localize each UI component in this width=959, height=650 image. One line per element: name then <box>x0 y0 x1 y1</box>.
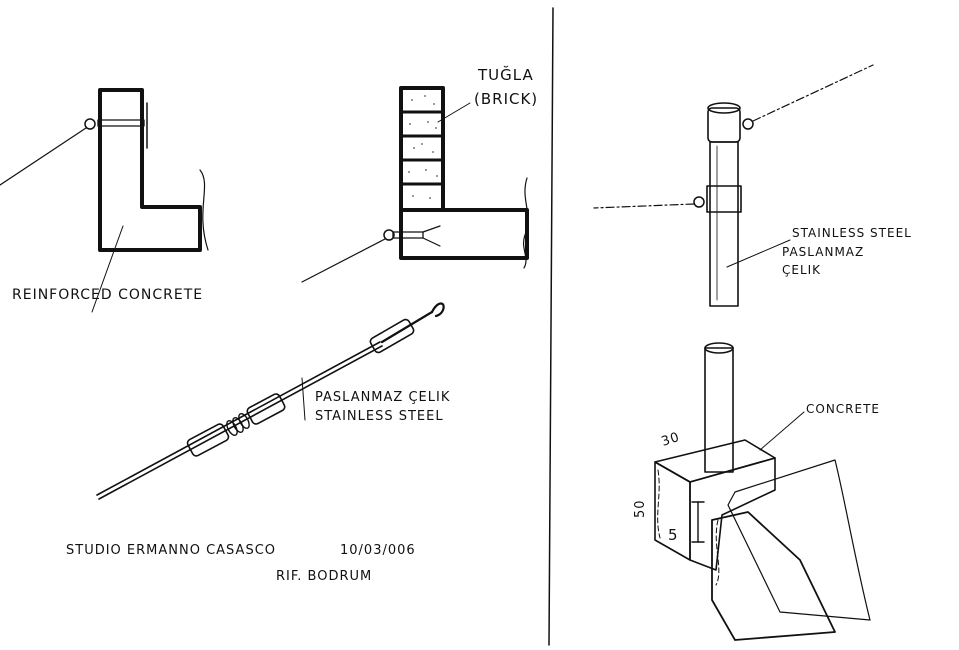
brick-speckle <box>408 95 438 199</box>
post-cap-eye <box>742 118 754 130</box>
embedded-post-top <box>704 342 734 354</box>
leader-anchor <box>301 377 306 421</box>
rod-upper-segment <box>380 310 434 344</box>
reference: RIF. BODRUM <box>276 569 372 584</box>
concrete-wall-detail: REINFORCED CONCRETE <box>0 88 209 313</box>
label-anchor-tr: PASLANMAZ ÇELIK <box>315 390 450 405</box>
anchor-eye <box>84 118 96 130</box>
turnbuckle-detail: PASLANMAZ ÇELIK STAINLESS STEEL <box>96 302 450 500</box>
leader-brick <box>437 102 471 123</box>
label-post-tr-1: PASLANMAZ <box>782 245 864 259</box>
label-brick: (BRICK) <box>474 90 538 108</box>
footing-rough-edge <box>657 469 720 586</box>
label-dim-30: 30 <box>660 430 682 450</box>
studio-name: STUDIO ERMANNO CASASCO <box>66 543 276 558</box>
label-concrete: CONCRETE <box>806 402 880 416</box>
footing-detail: CONCRETE 30 50 5 <box>633 342 880 641</box>
post-cap-top <box>707 102 741 114</box>
brick-courses <box>399 110 445 186</box>
label-dim-5: 5 <box>668 526 679 544</box>
leader-concrete-footing <box>759 411 805 451</box>
brick-anchor-eye <box>383 229 395 241</box>
embedded-post <box>704 347 734 473</box>
brick-column <box>399 86 445 212</box>
cable-line <box>0 127 87 186</box>
label-post-en: STAINLESS STEEL <box>792 226 912 240</box>
anchor-flare <box>422 225 441 247</box>
ground-woven <box>711 511 836 641</box>
concrete-break-line <box>199 169 209 251</box>
hook-end <box>430 302 445 318</box>
brick-cable-line <box>301 238 386 283</box>
sleeve-middle <box>246 393 286 425</box>
label-dim-50: 50 <box>633 499 648 518</box>
label-anchor-en: STAINLESS STEEL <box>315 409 444 424</box>
concrete-slab <box>399 208 529 260</box>
post-collar <box>706 185 742 213</box>
label-reinforced-concrete: REINFORCED CONCRETE <box>12 287 203 303</box>
label-post-tr-2: ÇELIK <box>782 263 821 277</box>
anchor-bolt <box>97 119 145 127</box>
footing-side <box>689 457 776 571</box>
thread-coils <box>226 412 250 437</box>
leader-post <box>726 239 791 268</box>
footing-front <box>654 461 691 561</box>
concrete-l-section <box>98 88 202 252</box>
post-cable-upper <box>752 64 874 122</box>
sleeve-upper <box>369 318 415 354</box>
post-shaft <box>709 141 739 307</box>
label-tugla: TUĞLA <box>477 65 534 84</box>
brick-anchor-bolt <box>392 231 424 239</box>
brick-wall-detail: TUĞLA (BRICK) <box>301 65 538 283</box>
sheet-divider <box>548 7 554 646</box>
sleeve-lower <box>186 423 230 457</box>
steel-post-detail: STAINLESS STEEL PASLANMAZ ÇELIK <box>593 64 912 307</box>
post-collar-eye <box>693 196 705 208</box>
slab-break-line <box>522 177 529 269</box>
drawing-date: 10/03/006 <box>340 543 416 558</box>
leader-concrete <box>91 225 124 313</box>
ground-dotted <box>727 459 871 621</box>
post-cable-lower <box>593 203 695 209</box>
